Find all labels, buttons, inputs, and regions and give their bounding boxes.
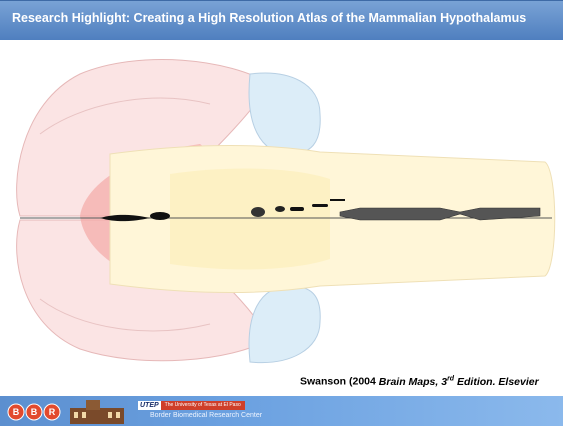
research-center-name: Border Biomedical Research Center [150, 412, 262, 419]
logo-letter-b2: B [31, 407, 38, 417]
logo-letter-r: R [49, 407, 56, 417]
bbrc-logo: B B R [6, 400, 66, 424]
title-bar: Research Highlight: Creating a High Reso… [0, 0, 563, 40]
citation-book: Brain Maps, 3 [379, 376, 447, 388]
utep-name: The University of Texas at El Paso [161, 401, 245, 410]
utep-logo: UTEP [138, 401, 161, 410]
logo-letter-b1: B [13, 407, 20, 417]
building-icon [66, 398, 128, 426]
citation-author: Swanson (2004 [300, 376, 376, 388]
slide-title: Research Highlight: Creating a High Reso… [12, 11, 526, 25]
cerebellar-lobe-upper [249, 73, 320, 154]
citation-book-rest: Edition. Elsevier [454, 376, 539, 388]
citation: Swanson (2004 Brain Maps, 3rd Edition. E… [300, 375, 539, 388]
brain-atlas-figure [0, 44, 563, 370]
utep-badge: UTEP The University of Texas at El Paso [138, 401, 245, 410]
cerebellar-lobe-lower [249, 286, 320, 363]
footer-bar: B B R UTEP The University of Texas at El… [0, 396, 563, 426]
